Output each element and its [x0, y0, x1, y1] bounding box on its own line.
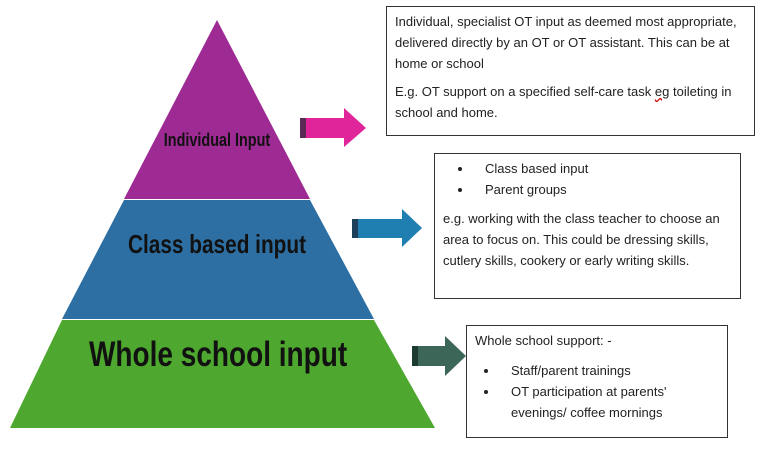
individual-description: Individual, specialist OT input as deeme…: [395, 14, 737, 71]
whole-school-description-box: Whole school support: - Staff/parent tra…: [466, 325, 728, 438]
bullet-item: Class based input: [473, 158, 732, 179]
example-text: E.g. OT support on a specified self-care…: [395, 84, 655, 99]
bullet-item: Parent groups: [473, 179, 732, 200]
spellcheck-flagged-word: eg: [654, 84, 670, 99]
individual-example: E.g. OT support on a specified self-care…: [395, 81, 746, 123]
class-description-box: Class based input Parent groups e.g. wor…: [434, 153, 741, 299]
bullet-item: Staff/parent trainings: [499, 360, 719, 381]
tier-label-class: Class based input: [128, 229, 306, 259]
arrow-class: [352, 209, 422, 247]
class-example: e.g. working with the class teacher to c…: [443, 211, 720, 268]
pyramid-tier-whole: [10, 320, 435, 428]
arrow-whole: [412, 336, 466, 376]
tier-label-whole: Whole school input: [89, 335, 348, 374]
pyramid-tier-class: [62, 200, 374, 319]
bullet-item: OT participation at parents' evenings/ c…: [499, 381, 719, 423]
example-text-end: toileting in school and home.: [395, 84, 732, 120]
pyramid-tier-individual: [124, 20, 310, 199]
tier-label-individual: Individual Input: [163, 130, 271, 150]
arrow-individual: [300, 108, 366, 147]
whole-school-heading: Whole school support: -: [475, 333, 612, 348]
individual-description-box: Individual, specialist OT input as deeme…: [386, 6, 755, 136]
